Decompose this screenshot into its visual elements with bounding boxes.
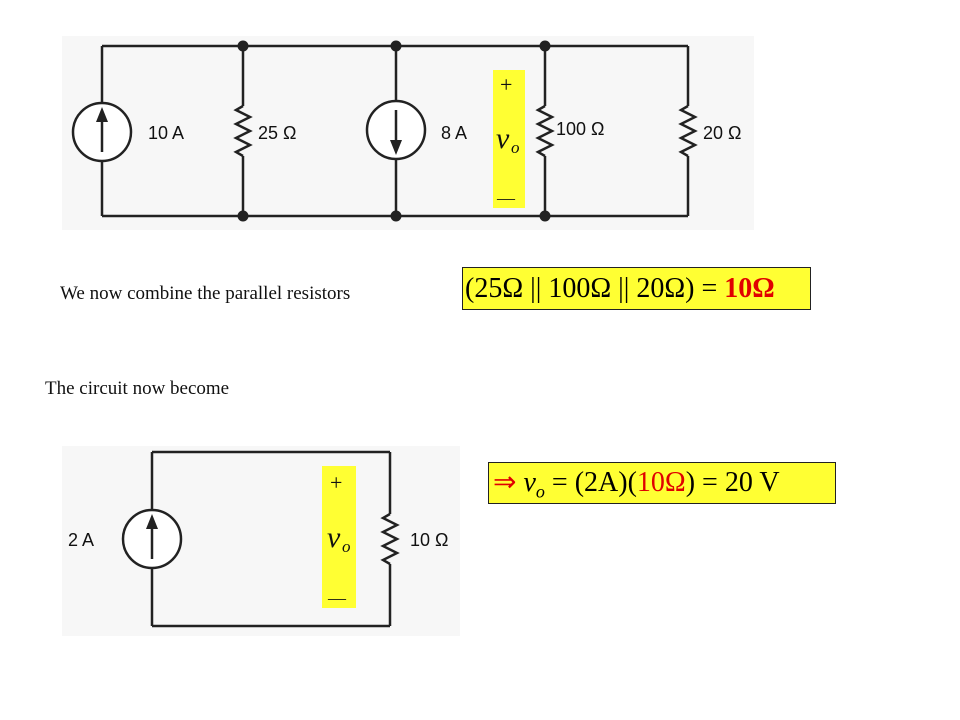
resistor-20-ohm <box>678 104 698 158</box>
label-10-ohm: 10 Ω <box>410 530 448 550</box>
vo-highlight-box-1 <box>493 70 525 208</box>
vo-minus-1: — <box>496 188 516 208</box>
label-25-ohm: 25 Ω <box>258 123 296 143</box>
caption-circuit-become: The circuit now become <box>45 378 230 399</box>
resistor-100-ohm <box>535 104 555 158</box>
equation-vo-highlight: 10Ω <box>636 467 686 498</box>
equation-vo-sub: o <box>535 481 545 502</box>
circuit-1-nodes <box>237 40 551 222</box>
vo-sub-1: o <box>511 138 520 157</box>
vo-plus-1: + <box>500 72 512 97</box>
equation-parallel-result: 10Ω <box>724 273 775 304</box>
vo-var-2: v <box>327 521 341 554</box>
vo-highlight-box-2 <box>322 466 356 608</box>
current-source-10a <box>71 101 133 163</box>
vo-plus-2: + <box>330 470 342 495</box>
equation-vo-part2: ) = 20 V <box>685 467 780 498</box>
vo-minus-2: — <box>327 588 347 608</box>
equation-vo-var: v <box>523 467 536 498</box>
current-source-8a <box>365 99 427 161</box>
label-10a: 10 A <box>148 123 184 143</box>
implies-arrow: ⇒ <box>493 467 517 498</box>
caption-combine: We now combine the parallel resistors <box>60 283 351 304</box>
resistor-25-ohm <box>233 104 253 158</box>
label-20-ohm: 20 Ω <box>703 123 741 143</box>
equation-parallel-lhs: (25Ω || 100Ω || 20Ω) = <box>465 273 725 304</box>
label-8a: 8 A <box>441 123 467 143</box>
equation-parallel: (25Ω || 100Ω || 20Ω) = 10Ω <box>462 267 811 310</box>
equation-vo: ⇒ vo = (2A)(10Ω) = 20 V <box>488 462 836 504</box>
equation-vo-part1: = (2A)( <box>544 467 637 498</box>
current-source-2a <box>121 508 183 570</box>
vo-sub-2: o <box>342 537 351 556</box>
label-100-ohm: 100 Ω <box>556 119 605 139</box>
label-2a: 2 A <box>68 530 94 550</box>
resistor-10-ohm <box>380 512 400 566</box>
vo-var-1: v <box>496 122 510 155</box>
